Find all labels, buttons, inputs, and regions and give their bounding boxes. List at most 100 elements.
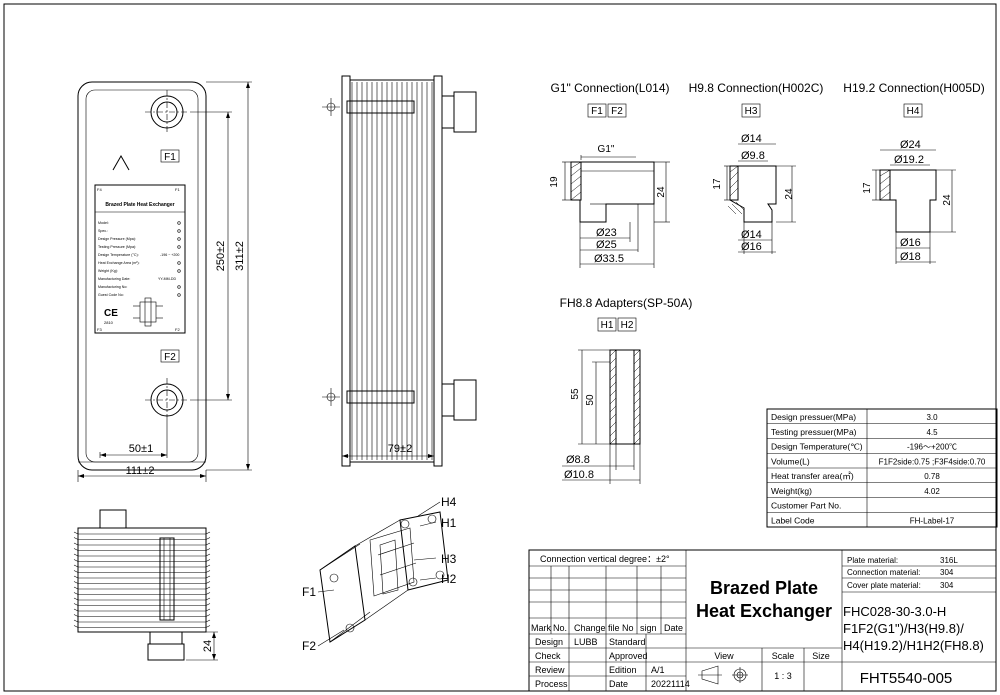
plate-edge	[73, 608, 211, 612]
material-label: Cover plate material:	[847, 581, 921, 590]
fh88-h2: 50	[585, 394, 596, 406]
spec-value: FH-Label-17	[910, 516, 955, 525]
dim-nozzle: 24	[202, 640, 214, 652]
plate-edge	[73, 564, 211, 568]
title-block-cell: LUBB	[574, 637, 598, 647]
material-label: Plate material:	[847, 556, 898, 565]
plate-edge	[73, 625, 211, 628]
nameplate-line: Testing Pressure (Mpa):	[98, 245, 136, 249]
spec-label: Design pressuer(MPa)	[771, 412, 856, 422]
g1-d2: Ø25	[596, 239, 617, 251]
title-block-cell: Design	[535, 637, 563, 647]
product-name-line2: Heat Exchanger	[696, 601, 832, 621]
nameplate-line: Design Temperature (°C):	[98, 253, 139, 257]
h192-tag: H4	[907, 106, 920, 117]
svg-text:F2: F2	[175, 327, 180, 332]
material-value: 304	[940, 568, 954, 577]
nameplate-line: Weight (Kg):	[98, 269, 118, 273]
flow-arrow-icon	[112, 154, 130, 171]
ce-number: 2810	[104, 320, 114, 325]
h192-b2: Ø18	[900, 251, 921, 263]
h192-title: H19.2 Connection(H005D)	[843, 81, 984, 95]
spec-label: Testing pressuer(MPa)	[771, 427, 857, 437]
h192-h2: 24	[942, 194, 953, 206]
spec-label: Customer Part No.	[771, 501, 841, 511]
scale-value: 1 : 3	[774, 671, 792, 681]
spec-label: Volume(L)	[771, 456, 810, 466]
iso-label-h2: H2	[441, 572, 457, 586]
svg-text:F4: F4	[97, 187, 102, 192]
h98-top2: Ø9.8	[741, 150, 765, 162]
h98-top1: Ø14	[741, 133, 762, 145]
plate-edge	[73, 619, 211, 623]
title-block-cell: Standard	[609, 637, 646, 647]
header-mark: Mark	[531, 623, 551, 633]
fh88-tag: H1	[601, 320, 614, 331]
h192-connection-detail: H19.2 Connection(H005D) H4 Ø24 Ø19.2 17 …	[843, 81, 985, 264]
header-change-file: Change file No	[574, 623, 634, 633]
plate-f1-label: F1	[164, 152, 176, 163]
plate-f2-label: F2	[164, 352, 176, 363]
svg-text:F1: F1	[175, 187, 180, 192]
nameplate-line: Model:	[98, 221, 109, 225]
isometric-view: H4 H1 H3 H2 F1 F2	[302, 495, 457, 653]
h98-connection-detail: H9.8 Connection(H002C) H3 Ø14 Ø9.8 17 24…	[689, 81, 824, 254]
plate-edge	[73, 586, 211, 590]
plate-edge	[73, 592, 211, 595]
spec-value: -196～+200℃	[907, 443, 957, 452]
g1-connection-detail: G1" Connection(L014) F1 F2 G1" 19 24 Ø23…	[549, 81, 670, 268]
plate-edge	[73, 597, 211, 601]
spec-value: 4.5	[926, 428, 938, 437]
plate-edge	[73, 548, 211, 551]
iso-label-h3: H3	[441, 552, 457, 566]
svg-text:F3: F3	[97, 327, 102, 332]
spec-value: F1F2side:0.75 ;F3F4side:0.70	[879, 457, 986, 466]
title-block-cell: Edition	[609, 665, 637, 675]
model-line: H4(H19.2)/H1H2(FH8.8)	[843, 638, 984, 653]
h98-h2: 24	[784, 188, 795, 200]
nameplate-line: Guest Code No:	[98, 293, 124, 297]
g1-height: 19	[549, 176, 560, 188]
iso-label-h1: H1	[441, 516, 457, 530]
fh88-b2: Ø10.8	[564, 469, 594, 481]
h192-h1: 17	[862, 182, 873, 194]
h98-h1: 17	[712, 178, 723, 190]
h98-tag: H3	[745, 106, 758, 117]
drawing-frame	[3, 3, 997, 692]
title-block-cell: Review	[535, 665, 565, 675]
g1-title: G1" Connection(L014)	[551, 81, 670, 95]
projection-symbol-icon	[698, 665, 748, 685]
nameplate-line: Heat Exchange Area (m²):	[98, 261, 140, 265]
plate-edge	[73, 559, 211, 562]
title-block-cell: Process	[535, 679, 568, 689]
h98-title: H9.8 Connection(H002C)	[689, 81, 824, 95]
spec-value: 4.02	[924, 487, 940, 496]
dim-depth: 79±2	[388, 443, 412, 455]
title-block: Connection vertical degree：±2° Mark No. …	[528, 549, 997, 692]
nameplate-line: Design Pressure (Mpa):	[98, 237, 136, 241]
g1-tag: F1	[591, 106, 603, 117]
h98-b2: Ø16	[741, 241, 762, 253]
nameplate-temp: -196 ~ +200	[160, 253, 179, 257]
front-view: F1 F2 F4 F1 Brazed Plate Heat Exchanger …	[77, 81, 252, 482]
dim-width-outer: 111±2	[126, 465, 155, 477]
plate-edge	[73, 542, 211, 546]
spec-label: Heat transfer area(㎡)	[771, 471, 854, 481]
degree-note: Connection vertical degree：±2°	[540, 554, 670, 564]
drawing-number: FHT5540-005	[860, 670, 953, 687]
nameplate-line: Manufacturing No:	[98, 285, 127, 289]
plate-edge	[73, 553, 211, 557]
fh88-title: FH8.8 Adapters(SP-50A)	[560, 296, 693, 310]
g1-tag: F2	[611, 106, 623, 117]
title-block-cell: Approved	[609, 651, 648, 661]
fh88-adapter-detail: FH8.8 Adapters(SP-50A) H1 H2 55 50 Ø8.8 …	[560, 296, 693, 484]
side-view: 79±2	[322, 75, 477, 467]
plate-edge	[73, 581, 211, 584]
spec-value: 0.78	[924, 472, 940, 481]
spec-value: 3.0	[926, 413, 938, 422]
model-line: F1F2(G1")/H3(H9.8)/	[843, 621, 964, 636]
g1-d1: Ø23	[596, 227, 617, 239]
title-block-cell: Date	[609, 679, 628, 689]
ce-mark: CE	[104, 308, 118, 319]
